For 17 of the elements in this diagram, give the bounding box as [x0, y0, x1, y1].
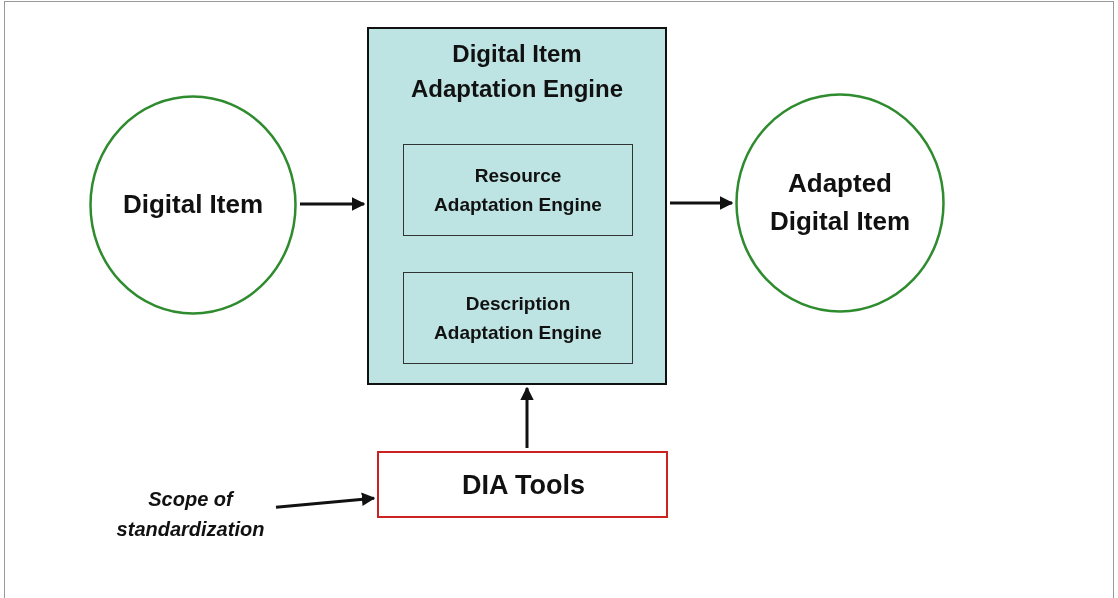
scope-note: Scope of standardization	[115, 487, 266, 542]
arrow	[670, 196, 734, 210]
arrow	[275, 492, 376, 509]
node-label: Adapted Digital Item	[768, 167, 912, 238]
arrow	[520, 386, 534, 448]
sub-engine-box	[403, 272, 633, 364]
tools-box	[377, 451, 668, 518]
engine-title: Digital Item Adaptation Engine	[410, 39, 624, 104]
engine-box	[367, 27, 667, 385]
arrow	[300, 197, 366, 211]
node-label: Resource Adaptation Engine	[433, 163, 603, 217]
sub-engine-box	[403, 144, 633, 236]
node-label: Description Adaptation Engine	[433, 291, 603, 345]
node-label: Digital Item	[121, 188, 265, 222]
node-label: DIA Tools	[461, 468, 586, 501]
item-ellipse	[89, 95, 297, 315]
item-ellipse	[735, 93, 945, 313]
